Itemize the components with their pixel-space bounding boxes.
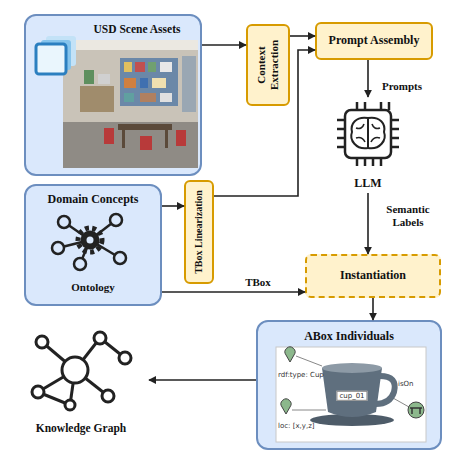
connector-arrow <box>214 50 315 196</box>
knowledge-graph-icon <box>32 332 131 410</box>
node-label: Knowledge Graph <box>13 422 149 435</box>
relation-label: isOn <box>398 380 414 388</box>
connector-arrow <box>149 379 256 381</box>
kg-node: Knowledge Graph <box>13 325 149 445</box>
process-label: TBox Linearization <box>193 183 205 281</box>
connector-arrow <box>162 205 184 207</box>
icon-caption: Ontology <box>30 281 156 294</box>
panel-title: USD Scene Assets <box>78 23 196 36</box>
edge-label: Semantic Labels <box>376 203 440 228</box>
llm-brain-icon <box>337 102 399 166</box>
scene-render <box>63 40 198 168</box>
process-box: Prompt Assembly <box>315 22 433 60</box>
node-label: LLM <box>327 177 409 191</box>
connector-arrow <box>367 60 369 97</box>
panel-title: ABox Individuals <box>262 330 436 344</box>
panel-title: Domain Concepts <box>30 193 156 207</box>
property-label: loc: [x,y,z] <box>278 422 315 430</box>
connector-arrow <box>202 44 246 46</box>
process-box: TBox Linearization <box>184 180 214 284</box>
connector-arrow <box>367 193 369 254</box>
edge-label: TBox <box>244 276 272 289</box>
process-label: Context Extraction <box>255 28 280 102</box>
ontology-icon <box>52 214 126 270</box>
connector-arrow <box>162 291 305 293</box>
process-label: Prompt Assembly <box>319 34 429 48</box>
property-label: rdf:type: Cup <box>278 371 324 379</box>
individual-id: cup_01 <box>336 391 367 401</box>
connector-arrow <box>372 298 374 320</box>
usd-stack-icon <box>36 36 76 74</box>
process-label: Instantiation <box>309 269 437 283</box>
edge-label: Prompts <box>381 80 423 93</box>
process-box: Context Extraction <box>246 24 290 106</box>
connector-arrow <box>290 35 315 37</box>
process-box: Instantiation <box>305 254 441 298</box>
cup-instance-figure <box>276 347 426 442</box>
